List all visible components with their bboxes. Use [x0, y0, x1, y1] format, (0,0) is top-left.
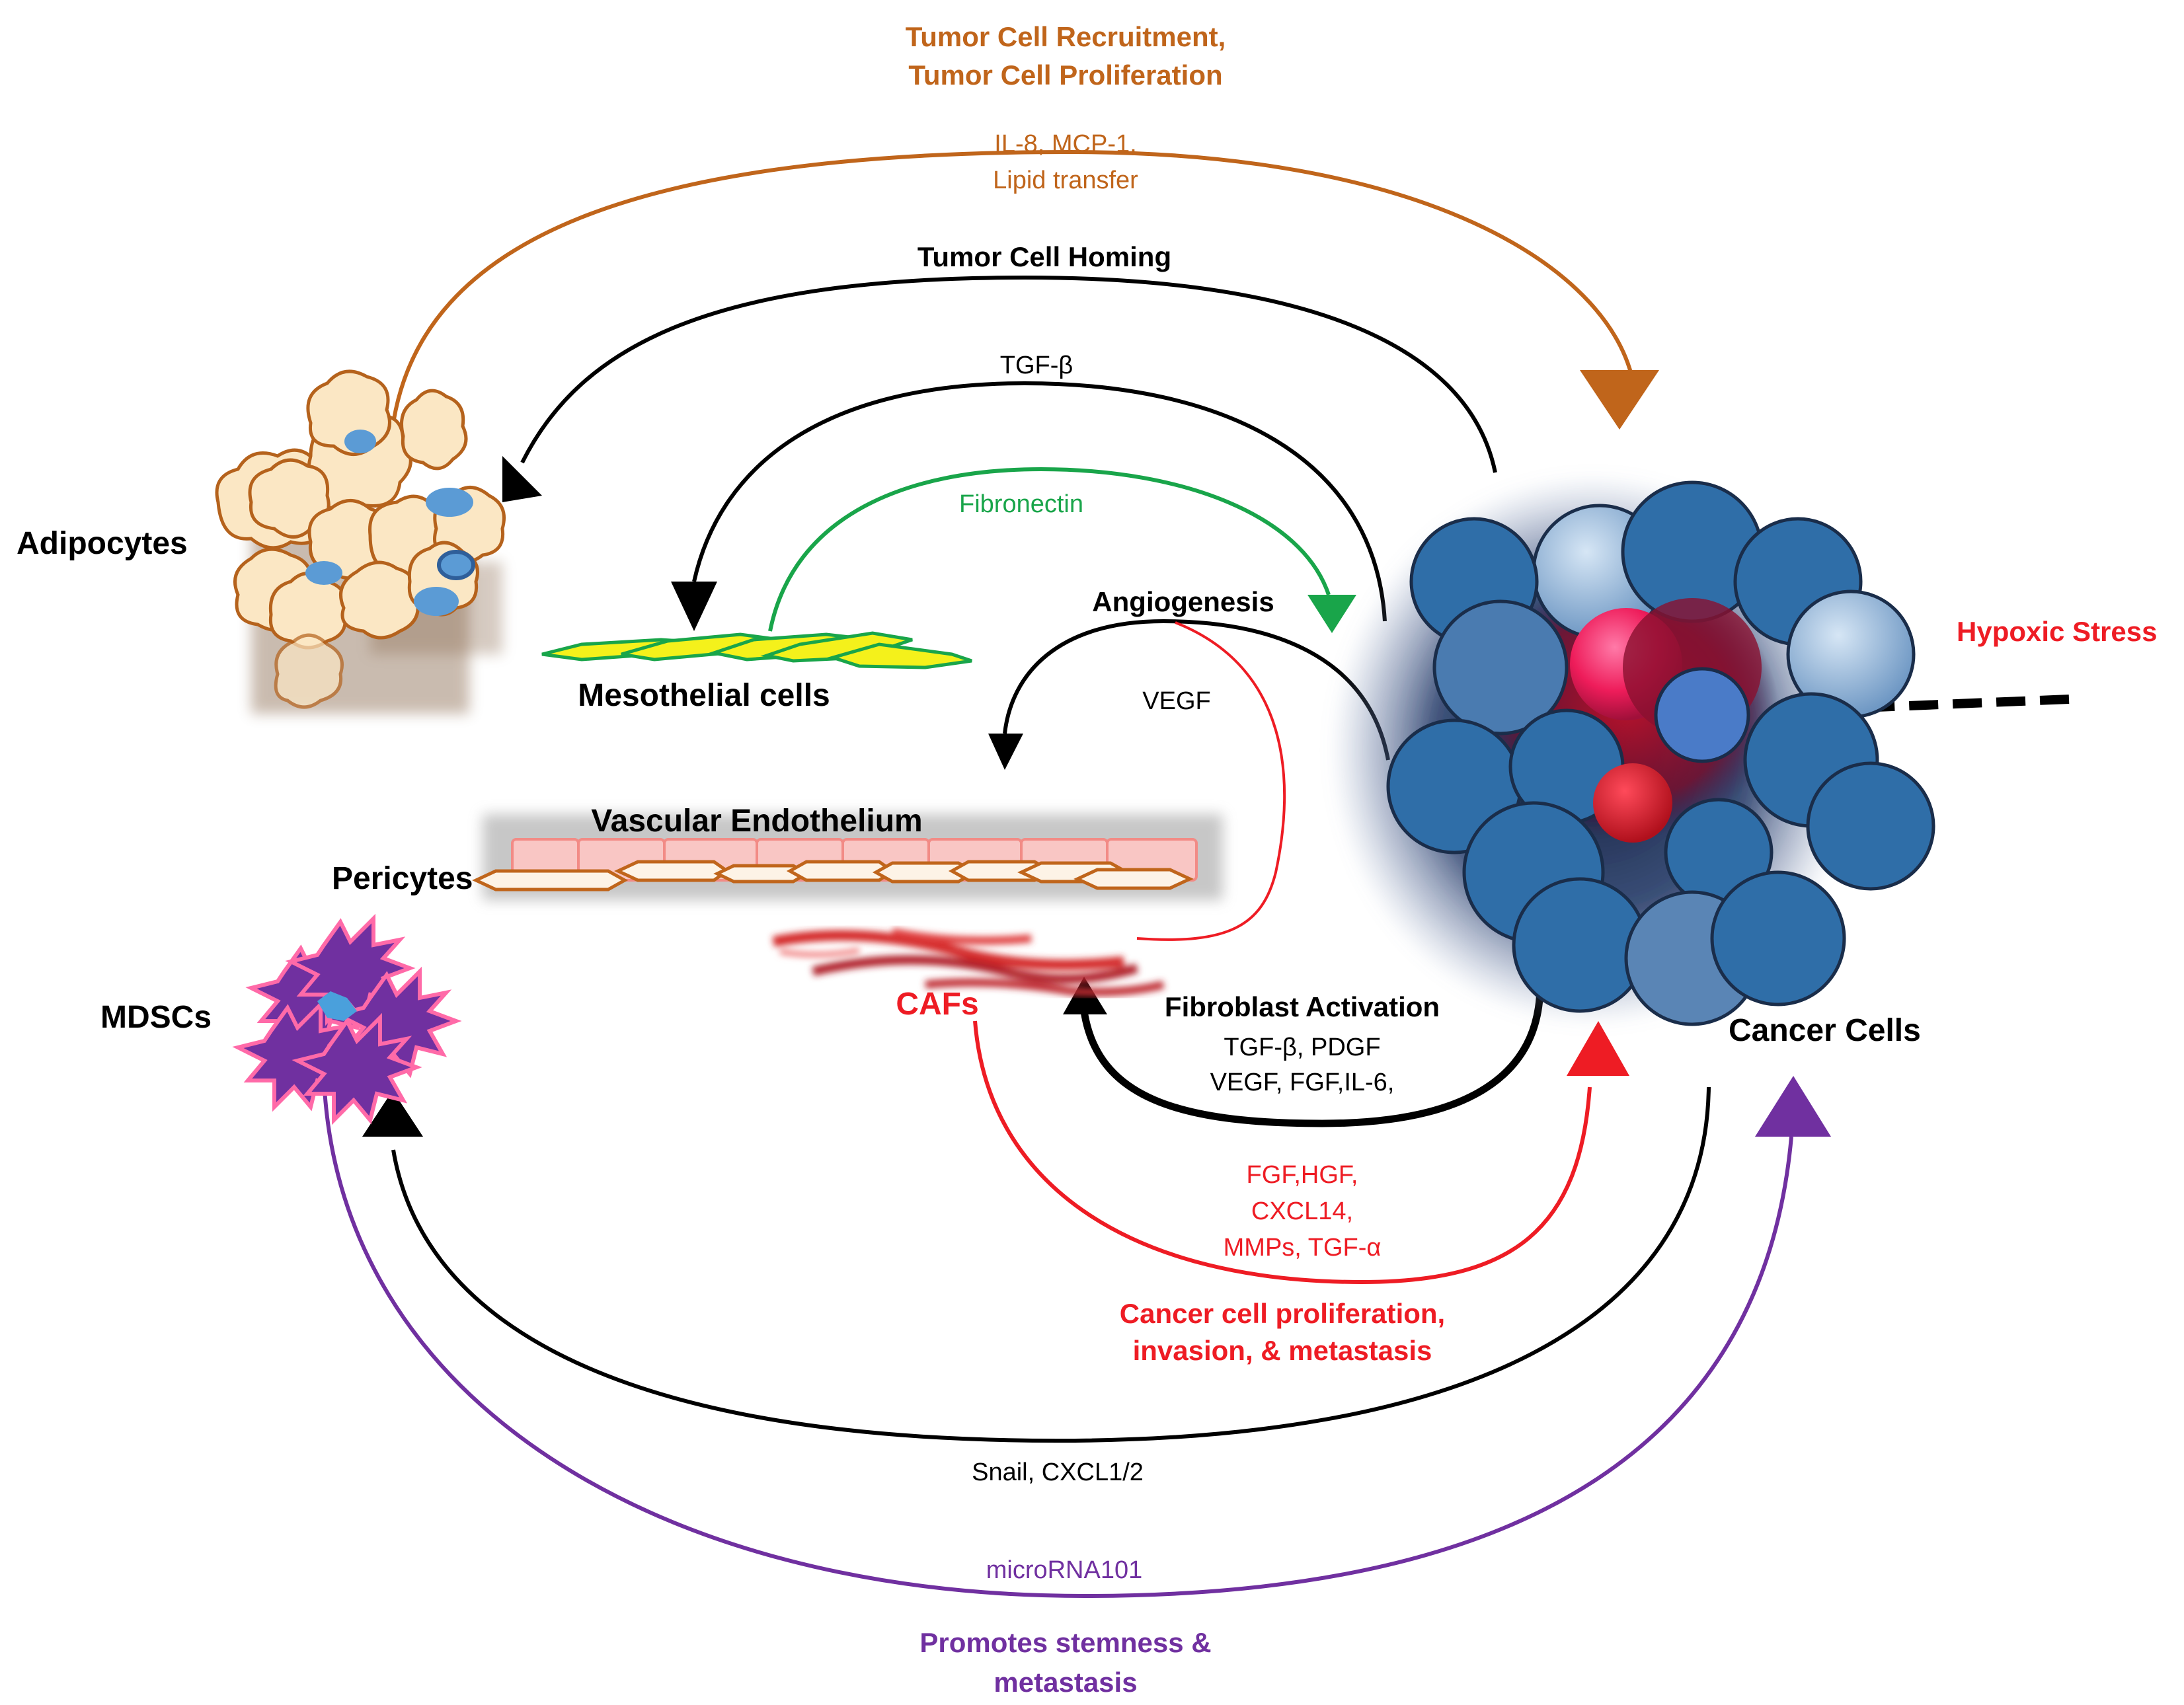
recruitment-title-line1: Tumor Cell Recruitment, [906, 21, 1226, 52]
adipocyte-cluster [215, 369, 506, 714]
recruitment-arrowhead [1580, 370, 1659, 430]
mesothelial-cells [541, 631, 972, 669]
mesothelial-label: Mesothelial cells [578, 678, 830, 713]
fibroblast-activation-arc [1080, 984, 1544, 1127]
stemness-line1: Promotes stemness & [919, 1627, 1211, 1658]
mdscs-label: MDSCs [100, 1000, 212, 1035]
recruitment-arc [391, 149, 1635, 424]
snail-label: Snail, CXCL1/2 [972, 1459, 1144, 1486]
adipocytes-label: Adipocytes [17, 526, 188, 561]
vegf-loop [1136, 621, 1286, 941]
pericytes-cells [472, 860, 1194, 891]
microrna-label: microRNA101 [986, 1556, 1143, 1584]
caf-arrowhead [1567, 1021, 1629, 1076]
caf-factors-line2: CXCL14, [1251, 1197, 1353, 1225]
homing-title: Tumor Cell Homing [917, 241, 1171, 272]
cancer-cells-label: Cancer Cells [1729, 1013, 1921, 1048]
cafs-label: CAFs [896, 987, 978, 1022]
fibronectin-label: Fibronectin [959, 490, 1083, 518]
fibroblast-factors-line1: TGF-β, PDGF [1224, 1034, 1380, 1061]
recruitment-title-line2: Tumor Cell Proliferation [908, 59, 1222, 91]
angiogenesis-label: Angiogenesis [1092, 586, 1274, 617]
caf-arc [973, 1020, 1592, 1285]
caf-effect-line1: Cancer cell proliferation, [1120, 1298, 1445, 1329]
pericytes-label: Pericytes [332, 861, 473, 896]
fibronectin-arrowhead [1307, 595, 1356, 633]
mdsc-cluster [232, 913, 462, 1125]
recruitment-factors-line1: IL-8, MCP-1, [994, 130, 1136, 158]
caf-cells [772, 928, 1165, 997]
fibronectin-arc [768, 467, 1331, 632]
fibroblast-activation-title: Fibroblast Activation [1165, 991, 1440, 1022]
homing-factor: TGF-β [1000, 352, 1073, 379]
microrna-arrowhead [1755, 1076, 1831, 1137]
snail-arrowhead [362, 1090, 423, 1137]
homing-arrowhead [502, 456, 542, 502]
tgf-beta-arrowhead [671, 582, 717, 631]
vascular-endothelium-label: Vascular Endothelium [591, 804, 922, 839]
tgf-beta-arc [692, 381, 1387, 622]
hypoxic-stress-label: Hypoxic Stress [1957, 616, 2157, 647]
recruitment-factors-line2: Lipid transfer [993, 167, 1138, 194]
tumor-mass [1329, 473, 1935, 1028]
stemness-line2: metastasis [994, 1667, 1137, 1698]
caf-factors-line1: FGF,HGF, [1247, 1161, 1358, 1189]
caf-factors-line3: MMPs, TGF-α [1224, 1234, 1382, 1262]
fibroblast-factors-line2: VEGF, FGF,IL-6, [1210, 1069, 1395, 1096]
microrna-arc [322, 1077, 1793, 1599]
angiogenesis-arrowhead [988, 734, 1023, 770]
caf-effect-line2: invasion, & metastasis [1133, 1335, 1432, 1366]
vegf-label: VEGF [1142, 687, 1210, 715]
snail-arc [391, 1086, 1711, 1443]
homing-arc [520, 275, 1497, 473]
